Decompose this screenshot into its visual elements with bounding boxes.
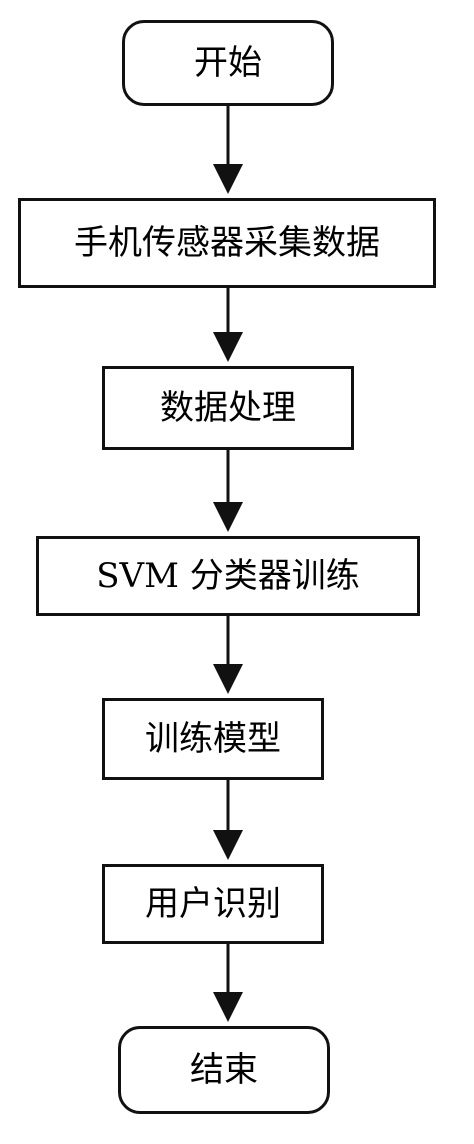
step-svm-training-label: SVM 分类器训练 (96, 556, 360, 596)
start-label: 开始 (194, 43, 262, 83)
step-user-identification-label: 用户识别 (145, 884, 281, 924)
step-trained-model: 训练模型 (102, 698, 324, 780)
step-collect-sensor-data-label: 手机传感器采集数据 (74, 223, 380, 263)
step-trained-model-label: 训练模型 (145, 719, 281, 759)
step-data-processing-label: 数据处理 (160, 388, 296, 428)
step-data-processing: 数据处理 (102, 366, 354, 450)
end-label: 结束 (190, 1050, 258, 1090)
step-svm-training: SVM 分类器训练 (36, 536, 420, 616)
end-node: 结束 (118, 1026, 330, 1114)
step-collect-sensor-data: 手机传感器采集数据 (18, 198, 436, 288)
step-user-identification: 用户识别 (102, 864, 324, 944)
start-node: 开始 (122, 20, 334, 106)
